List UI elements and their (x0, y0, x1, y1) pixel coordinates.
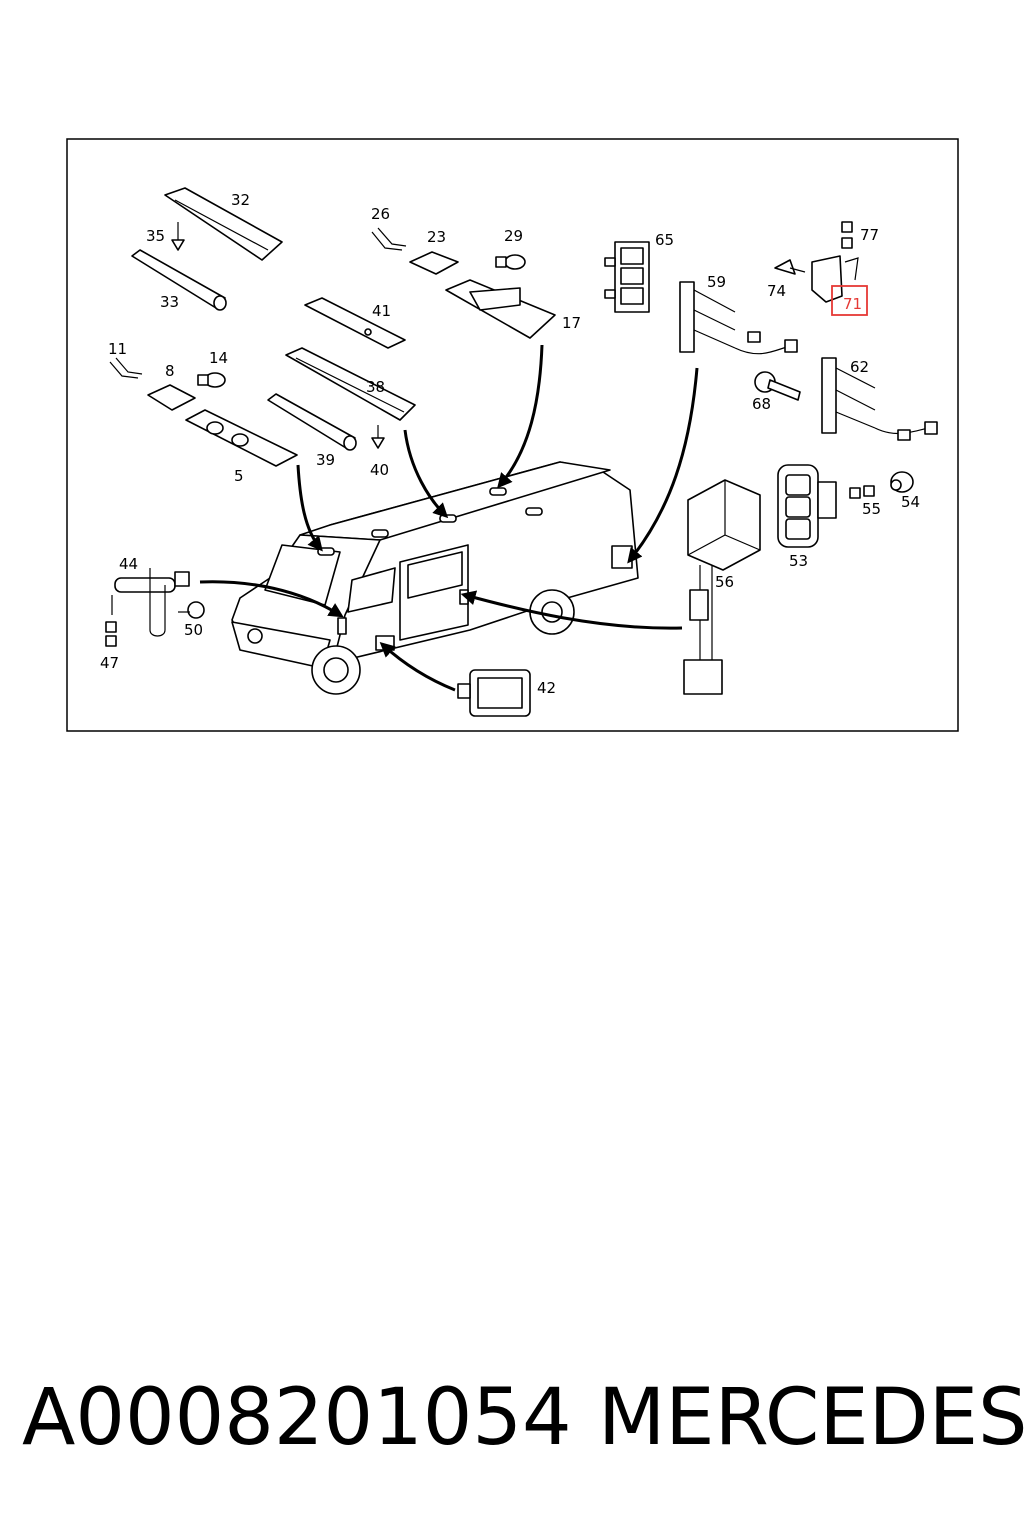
part-41-plate (304, 297, 406, 349)
part-71-relay (811, 255, 859, 303)
callout-26: 26 (371, 205, 390, 223)
callout-14: 14 (209, 349, 228, 367)
callout-56: 56 (715, 573, 734, 591)
callout-labels: 32 35 33 26 23 29 41 17 65 59 77 74 71 1… (100, 191, 920, 697)
callout-33: 33 (160, 293, 179, 311)
callout-8: 8 (165, 362, 175, 380)
part-33-tube (131, 249, 227, 311)
part-77-clip (841, 221, 853, 249)
callout-41: 41 (372, 302, 391, 320)
callout-5: 5 (234, 467, 244, 485)
part-54-cap (890, 471, 914, 493)
callout-44: 44 (119, 555, 138, 573)
part-42-switch (457, 669, 531, 717)
callout-29: 29 (504, 227, 523, 245)
callout-23: 23 (427, 228, 446, 246)
part-62-switch (821, 357, 938, 441)
part-38-lamp-housing (285, 347, 416, 421)
callout-40: 40 (370, 461, 389, 479)
connection-arrows (199, 344, 699, 692)
parts-diagram: 32 35 33 26 23 29 41 17 65 59 77 74 71 1… (66, 138, 959, 732)
part-55-connector (849, 485, 875, 499)
callout-71-highlight (831, 285, 868, 316)
part-35-screw (171, 222, 185, 251)
part-68-bushing (754, 371, 801, 401)
callout-59: 59 (707, 273, 726, 291)
part-11-terminal (109, 357, 143, 379)
part-44-switch (111, 568, 190, 637)
part-29-bulb (495, 254, 526, 270)
callout-42: 42 (537, 679, 556, 697)
part-47-connector (105, 621, 117, 647)
callout-11: 11 (108, 340, 127, 358)
brand-name: MERCEDES (598, 1373, 1024, 1463)
footer-caption: A0008201054 MERCEDES (0, 1368, 1024, 1478)
part-number: A0008201054 (22, 1373, 572, 1463)
callout-50: 50 (184, 621, 203, 639)
part-56-relay-box (683, 479, 761, 695)
part-40-screw (371, 425, 385, 449)
callout-54: 54 (901, 493, 920, 511)
callout-77: 77 (860, 226, 879, 244)
part-17-interior-lamp (445, 279, 556, 339)
part-53-switch (777, 464, 837, 548)
callout-53: 53 (789, 552, 808, 570)
part-74-screw (774, 259, 806, 275)
part-65-switch-panel (604, 241, 650, 313)
callout-32: 32 (231, 191, 250, 209)
part-32-lamp-housing (164, 187, 283, 261)
callout-65: 65 (655, 231, 674, 249)
callout-62: 62 (850, 358, 869, 376)
part-39-tube (267, 393, 357, 451)
part-14-bulb (197, 372, 226, 388)
part-50-screw (178, 601, 205, 619)
callout-68: 68 (752, 395, 771, 413)
callout-38: 38 (366, 378, 385, 396)
callout-71: 71 (843, 295, 862, 313)
part-5-lamp (185, 409, 298, 467)
callout-17: 17 (562, 314, 581, 332)
callout-55: 55 (862, 500, 881, 518)
callout-74: 74 (767, 282, 786, 300)
callout-39: 39 (316, 451, 335, 469)
part-23-connector (409, 251, 459, 275)
part-8-connector (147, 384, 196, 411)
callout-47: 47 (100, 654, 119, 672)
part-59-switch (679, 281, 798, 355)
part-26-terminal (371, 227, 407, 251)
callout-35: 35 (146, 227, 165, 245)
